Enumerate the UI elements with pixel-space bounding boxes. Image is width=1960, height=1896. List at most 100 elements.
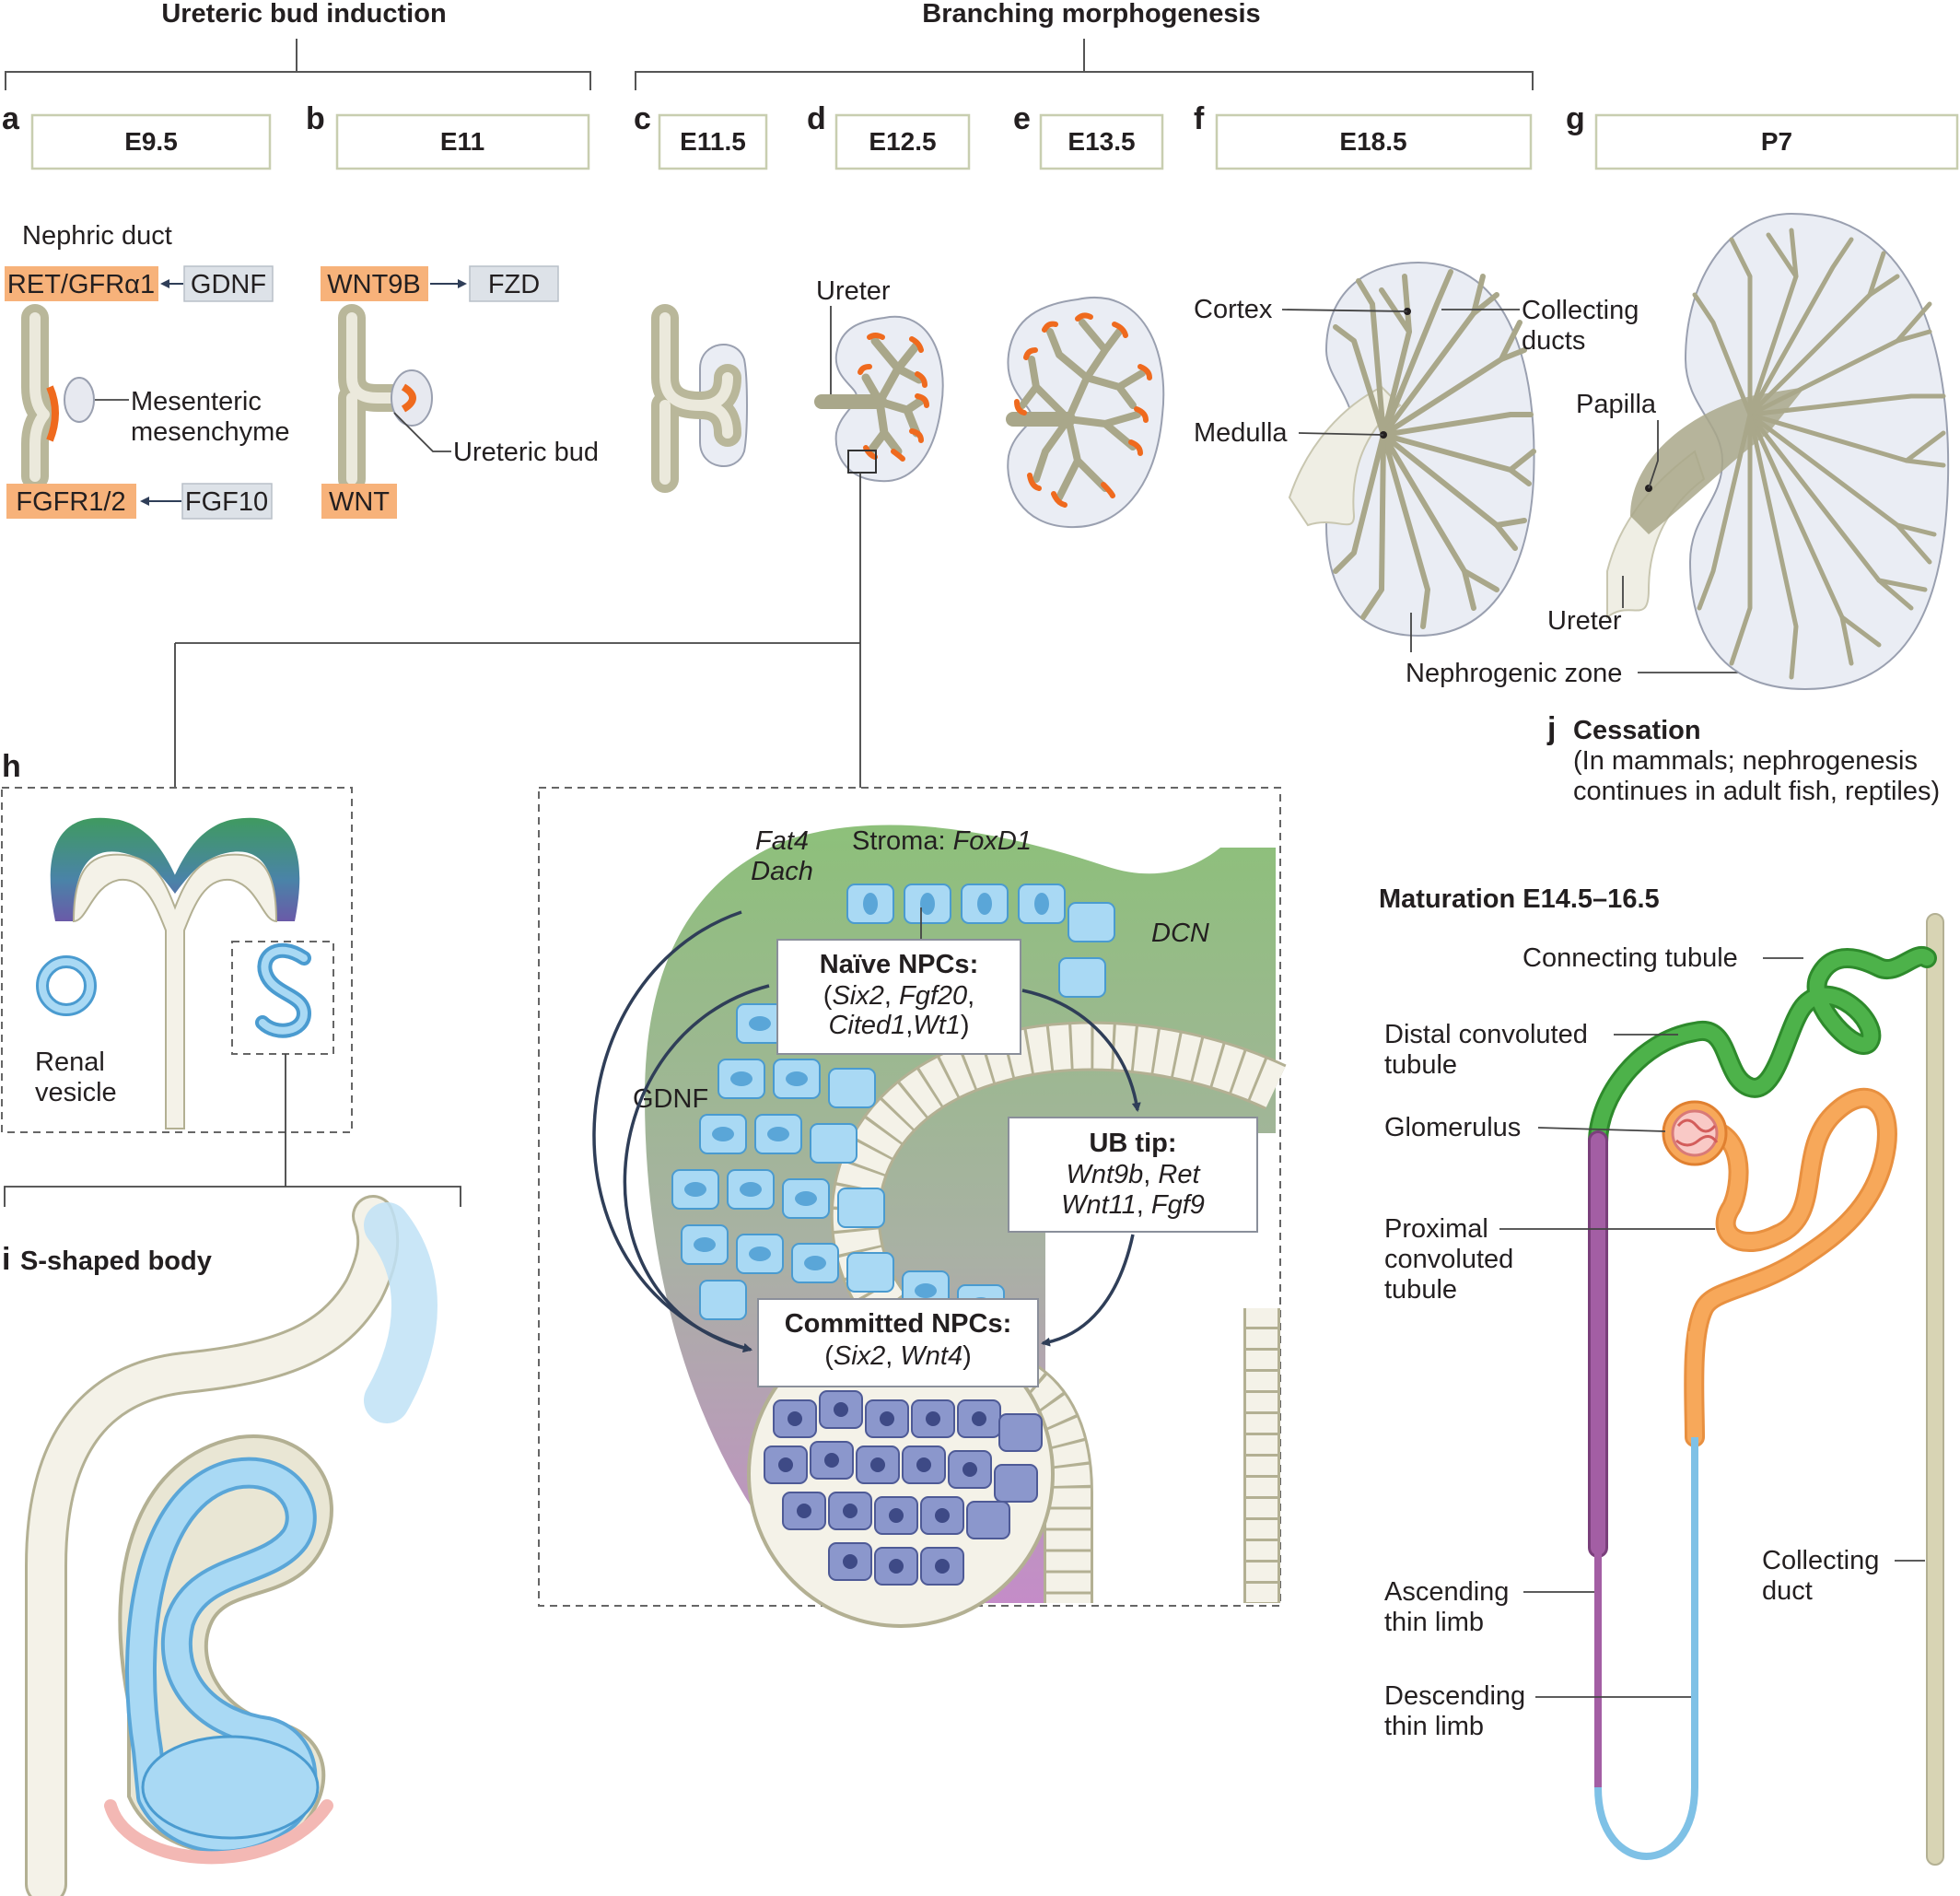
panel-j-text: j Cessation (In mammals; nephrogenesis c… (1546, 711, 1940, 806)
header-induction: Ureteric bud induction (161, 0, 446, 29)
fzd-label: FZD (488, 270, 540, 299)
kidney-e (1007, 297, 1165, 529)
zoom-connector (174, 473, 861, 788)
arrow-fat4-to-committed (592, 910, 752, 1352)
glomerulus-label: Glomerulus (1384, 1113, 1521, 1142)
panel-c-diagram (651, 304, 748, 493)
cap-mesenchyme-left (50, 817, 181, 921)
panel-letter-h: h (2, 749, 21, 784)
cessation-title: Cessation (1573, 716, 1701, 745)
dct-label-1: Distal convoluted (1384, 1020, 1588, 1049)
nephrogenic-zone-label: Nephrogenic zone (1406, 659, 1622, 688)
niche-panel: Stroma: FoxD1 Fat4 Dach DCN GDNF Naïve N… (538, 787, 1287, 1628)
panel-i-diagram: i S-shaped body (2, 1195, 438, 1896)
cessation-line-1: (In mammals; nephrogenesis (1573, 746, 1918, 776)
stage-box-b (335, 113, 590, 170)
panel-letter-a: a (2, 101, 20, 136)
connecting-tubule-label: Connecting tubule (1522, 943, 1738, 973)
collecting-ducts-f (1333, 269, 1536, 629)
niche-frame (538, 787, 1281, 1607)
pct-label-3: tubule (1384, 1275, 1457, 1305)
panel-letter-f: f (1194, 101, 1205, 136)
fgfr-label: FGFR1/2 (16, 487, 125, 517)
dct-label-2: tubule (1384, 1050, 1457, 1080)
committed-npcs-title: Committed NPCs: (785, 1309, 1012, 1339)
induction-site-a (46, 385, 59, 442)
ub-tip-box (1008, 1117, 1258, 1233)
panel-a-diagram: Nephric duct RET/GFRα1 GDNF Mesenteric m… (5, 221, 289, 520)
s-shaped-body-title: S-shaped body (20, 1246, 212, 1276)
ub-tip-title: UB tip: (1089, 1129, 1176, 1158)
collecting-ducts-g (1692, 228, 1946, 680)
stage-label-g: P7 (1761, 127, 1792, 156)
mesenteric-label-1: Mesenteric (131, 387, 262, 416)
panel-g-diagram: Papilla Ureter (1547, 212, 1950, 691)
branch-tree-e (1019, 319, 1146, 501)
committed-npcs-box (757, 1298, 1039, 1387)
podocyte-layer (104, 1799, 333, 1865)
zoom-box-h (231, 941, 334, 1055)
naive-npcs-box (776, 939, 1021, 1055)
arrow-naive-to-committed (623, 984, 770, 1353)
panel-e-diagram (1006, 297, 1165, 529)
collecting-duct-tube (1926, 913, 1944, 1866)
stage-label-f: E18.5 (1339, 127, 1406, 156)
collecting-duct-label-1: Collecting (1762, 1546, 1879, 1575)
renal-vesicle-label-2: vesicle (35, 1078, 117, 1107)
fat4-label: Fat4 (755, 826, 809, 856)
stage-box-d (834, 113, 971, 170)
ureteric-bud-tip (401, 383, 416, 413)
gdnf-box (183, 265, 274, 302)
ureteric-bud-label: Ureteric bud (453, 438, 599, 467)
tips-e (1014, 312, 1152, 508)
dcn-label: DCN (1151, 919, 1209, 948)
ret-gfra1-label: RET/GFRα1 (7, 270, 155, 299)
wnt9b-label: WNT9B (327, 270, 421, 299)
maturation-title: Maturation E14.5–16.5 (1379, 884, 1660, 914)
dach-label: Dach (751, 857, 813, 886)
stroma-label: Stroma: FoxD1 (852, 826, 1032, 856)
ascending-label-2: thin limb (1384, 1608, 1484, 1637)
branch-tree-d (861, 336, 926, 456)
cortex-label: Cortex (1194, 295, 1273, 324)
descending-label-1: Descending (1384, 1681, 1525, 1711)
nephric-duct-label: Nephric duct (22, 221, 172, 251)
stage-box-g (1594, 113, 1959, 170)
adjacent-mesenchyme-i (364, 1202, 438, 1423)
stage-box-f (1215, 113, 1533, 170)
descending-thin-limb (1594, 1437, 1698, 1860)
medulla-label: Medulla (1194, 418, 1288, 448)
arrow-naive-to-ubtip (1021, 989, 1141, 1112)
bracket-i (4, 1054, 461, 1207)
panel-letter-e: e (1013, 101, 1031, 136)
naive-npcs-genes-1: (Six2, Fgf20, (823, 981, 974, 1011)
stage-label-a: E9.5 (124, 127, 178, 156)
panel-letter-d: d (807, 101, 826, 136)
maturation-panel: Maturation E14.5–16.5 Connecting tubule … (1379, 884, 1944, 1866)
panel-letter-i: i (2, 1242, 10, 1277)
collecting-ducts-label-1: Collecting (1522, 296, 1639, 325)
pct-label-1: Proximal (1384, 1214, 1488, 1244)
bracket-branching (635, 39, 1534, 90)
arrow-ubtip-to-committed (1041, 1234, 1135, 1347)
descending-label-2: thin limb (1384, 1712, 1484, 1741)
wnt-label: WNT (329, 487, 390, 517)
panel-d-diagram: Ureter (174, 276, 944, 788)
proximal-segment-cells (141, 1735, 320, 1840)
stage-box-a (30, 113, 272, 170)
fgfr-box (6, 484, 136, 519)
panel-letter-j: j (1546, 711, 1556, 746)
fgf10-box (181, 483, 273, 520)
tips-d (858, 333, 929, 462)
ureter-f (1288, 385, 1402, 527)
stage-box-e (1039, 113, 1164, 170)
papilla-label: Papilla (1576, 390, 1657, 419)
header-branching: Branching morphogenesis (922, 0, 1260, 29)
gdnf-label: GDNF (191, 270, 266, 299)
panel-h-diagram: h Renal vesicle (1, 749, 461, 1207)
ureter-label-g: Ureter (1547, 606, 1622, 636)
cessation-line-2: continues in adult fish, reptiles) (1573, 777, 1940, 806)
pct-label-2: convoluted (1384, 1245, 1513, 1274)
panel-letter-b: b (306, 101, 325, 136)
